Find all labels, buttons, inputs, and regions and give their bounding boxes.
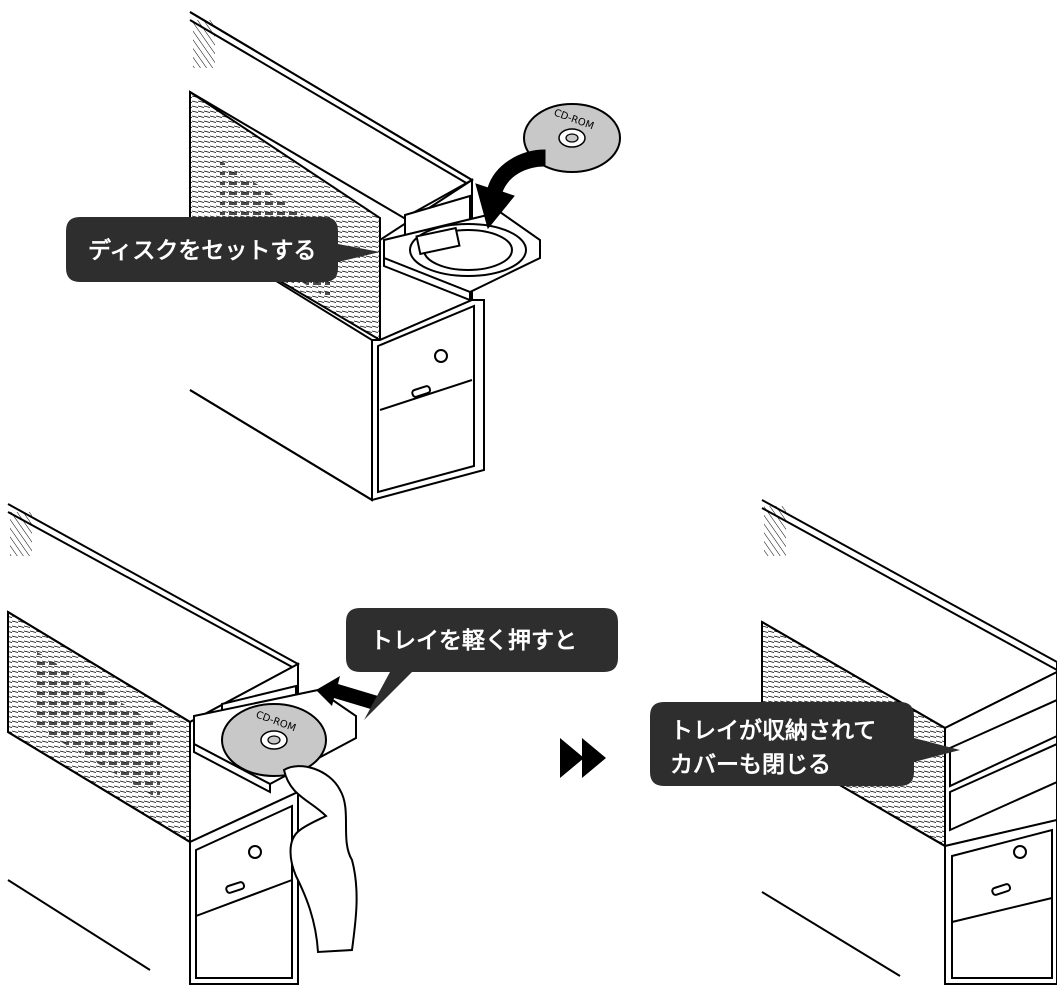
pc-tower-step3 [761, 499, 1057, 985]
pc-tower-step1 [189, 11, 541, 502]
cd-rom-disc-icon: CD-ROM [523, 103, 621, 173]
double-chevron-right-icon [560, 738, 606, 778]
callout-step3: トレイが収納されて カバーも閉じる [650, 702, 960, 786]
step2-label: トレイを軽く押すと [370, 628, 577, 654]
step3-label-line2: カバーも閉じる [670, 752, 831, 778]
curved-down-arrow-icon [475, 149, 546, 230]
step3-label-line1: トレイが収納されて [670, 717, 876, 744]
pc-tower-step2 [7, 503, 357, 985]
step1-label: ディスクをセットする [88, 237, 316, 264]
hand-icon [282, 765, 358, 954]
cd-rom-disc-on-tray: CD-ROM [221, 703, 327, 777]
callout-step2: トレイを軽く押すと [346, 608, 618, 720]
callout-step1: ディスクをセットする [66, 217, 380, 282]
left-arrow-icon [316, 676, 378, 710]
